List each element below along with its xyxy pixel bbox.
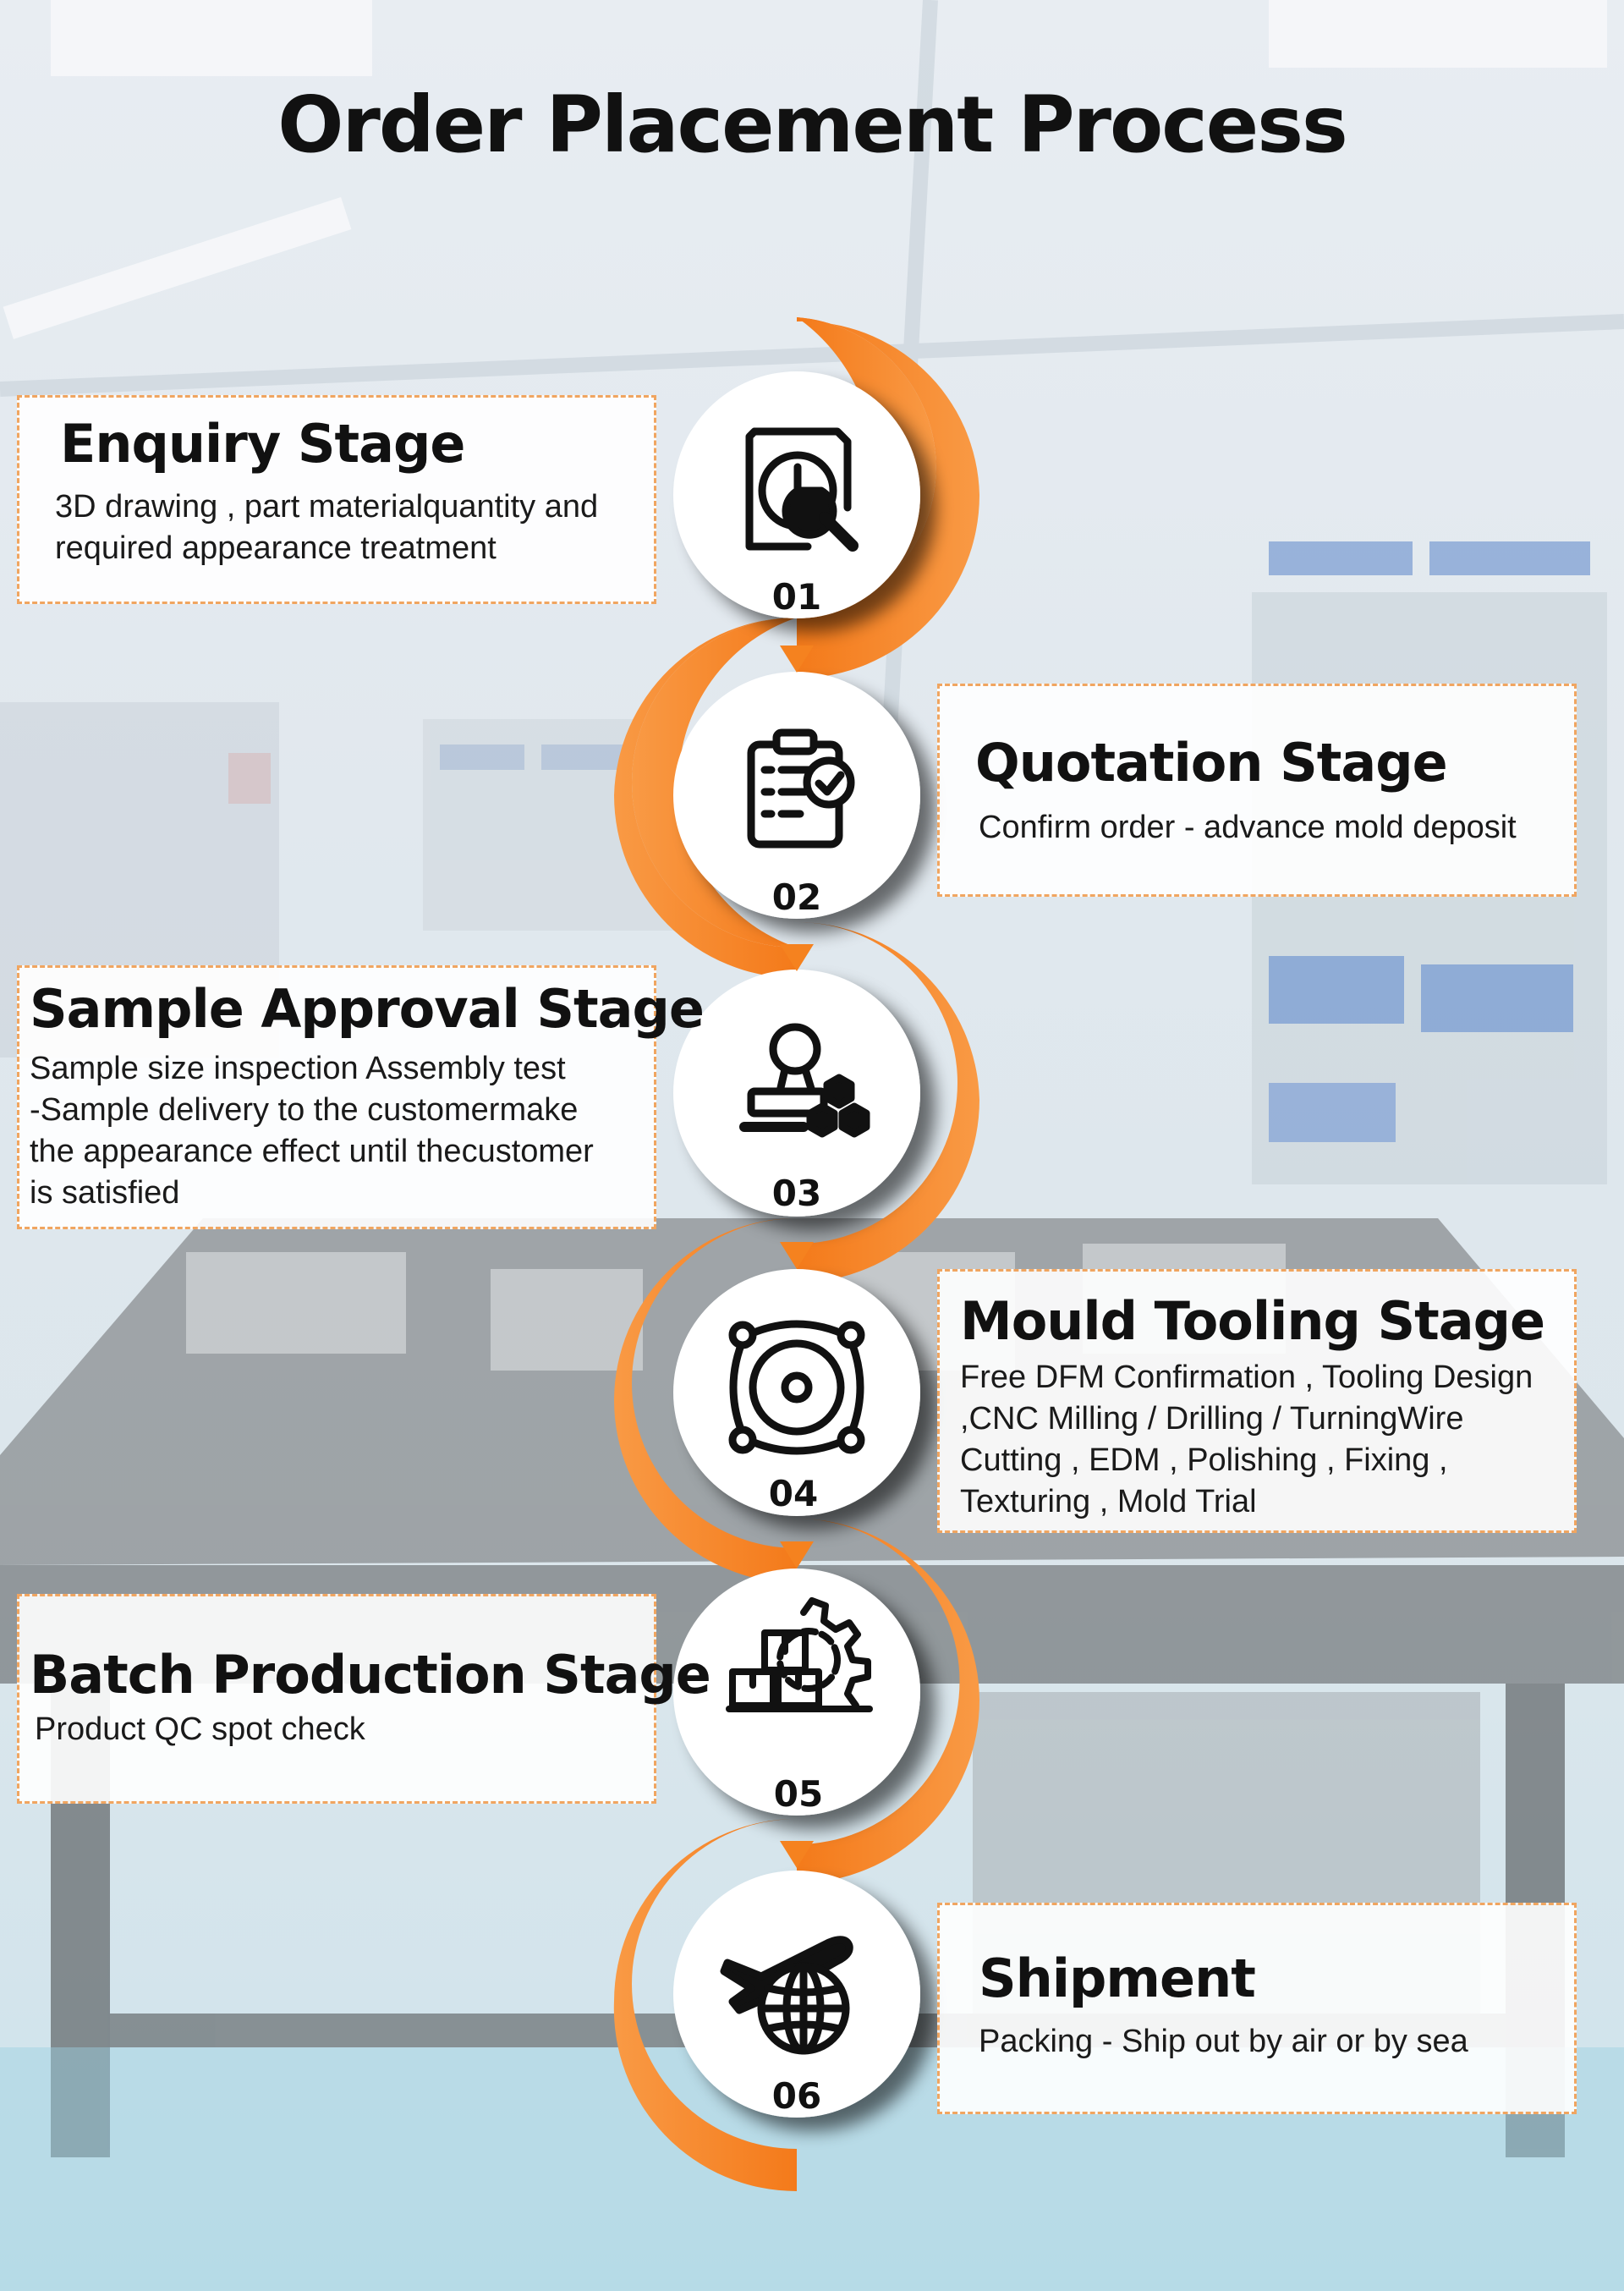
flow-segment-2 <box>632 618 797 948</box>
step-description: Confirm order - advance mold deposit <box>979 810 1517 845</box>
arrow-2-3 <box>780 944 814 971</box>
step-title: Enquiry Stage <box>60 413 465 475</box>
step-number-01: 01 <box>772 576 821 618</box>
step-description: Free DFM Confirmation , Tooling Design ,… <box>960 1360 1533 1519</box>
flow-segment-1b <box>797 317 979 679</box>
step-description: 3D drawing , part materialquantity and r… <box>55 489 599 566</box>
step-card-shipment: Shipment Packing - Ship out by air or by… <box>937 1903 1577 2114</box>
step-number-04: 04 <box>769 1473 818 1514</box>
step-title: Batch Production Stage <box>30 1644 711 1706</box>
step-title: Mould Tooling Stage <box>960 1290 1545 1352</box>
arrow-5-6 <box>780 1841 814 1868</box>
step-description: Packing - Ship out by air or by sea <box>979 2024 1468 2059</box>
mould-plate-icon <box>728 1320 865 1455</box>
step-number-03: 03 <box>772 1173 821 1214</box>
flow-segment-2b <box>614 618 797 978</box>
page-title-text: Order Placement Process <box>277 80 1347 170</box>
title-block: Order Placement Process <box>0 80 1624 175</box>
step-title: Shipment <box>979 1948 1256 2009</box>
step-description: Sample size inspection Assembly test -Sa… <box>30 1051 594 1211</box>
document-chart-magnifier-icon <box>745 427 859 552</box>
step-card-mould-tooling: Mould Tooling Stage Free DFM Confirmatio… <box>937 1269 1577 1533</box>
step-title: Sample Approval Stage <box>30 978 705 1040</box>
gear-boxes-icon <box>726 1597 873 1712</box>
flow-segment-5 <box>797 1519 979 1883</box>
arrow-4-5 <box>780 1541 814 1569</box>
arrow-3-4 <box>780 1242 814 1269</box>
step-card-batch-production: Batch Production Stage Product QC spot c… <box>17 1594 711 1804</box>
step-number-05: 05 <box>774 1773 823 1815</box>
page-title: Order Placement Process <box>272 80 1352 175</box>
step-description: Product QC spot check <box>35 1711 365 1747</box>
step-number-02: 02 <box>772 876 821 918</box>
arrow-1-2 <box>780 646 814 673</box>
step-title: Quotation Stage <box>975 732 1448 794</box>
flow-segment-4 <box>614 1218 797 1583</box>
flow-segment-3 <box>797 921 979 1283</box>
step-card-enquiry: Enquiry Stage 3D drawing , part material… <box>17 395 656 604</box>
step-card-quotation: Quotation Stage Confirm order - advance … <box>937 684 1577 897</box>
flow-segment-6 <box>613 1819 797 2192</box>
step-number-06: 06 <box>772 2075 821 2117</box>
airplane-globe-icon <box>720 1936 853 2055</box>
stamp-hexagons-icon <box>739 1023 870 1138</box>
step-card-sample-approval: Sample Approval Stage Sample size inspec… <box>17 965 705 1229</box>
clipboard-checklist-icon <box>747 728 855 849</box>
